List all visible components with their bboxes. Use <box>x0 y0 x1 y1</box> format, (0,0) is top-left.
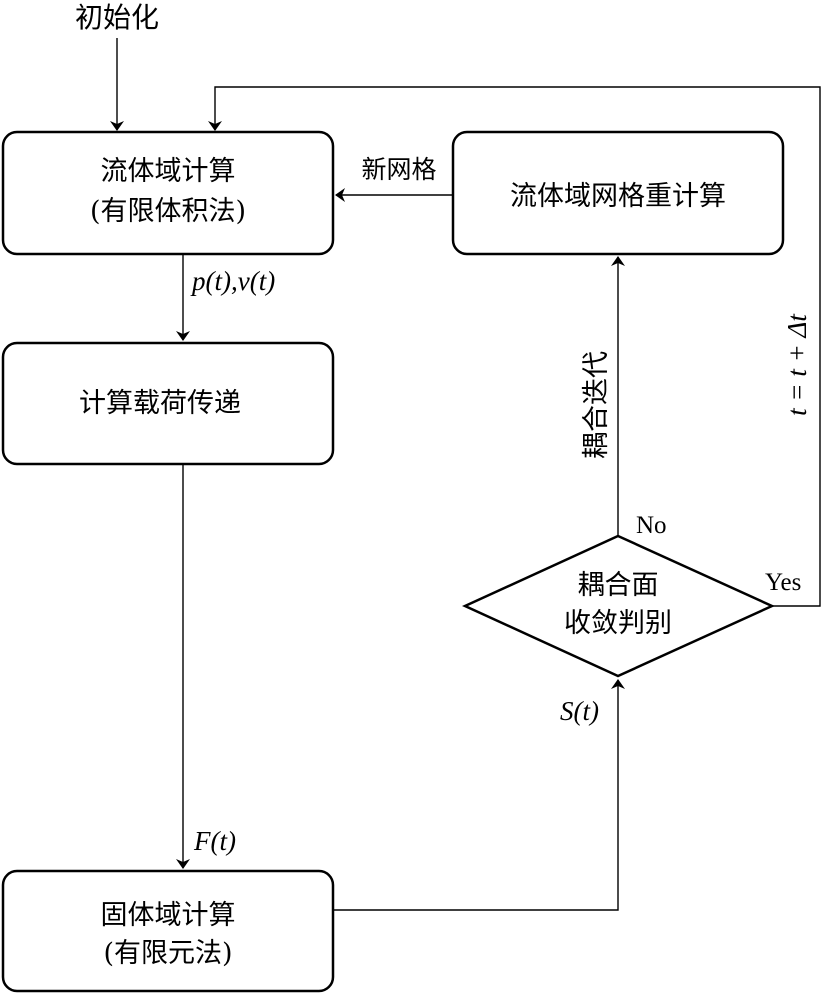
no-label: No <box>636 512 667 539</box>
fluid-domain-title: 流体域计算 <box>101 156 236 187</box>
remesh-title: 流体域网格重计算 <box>510 181 726 212</box>
disp-label: S(t) <box>560 696 599 726</box>
fluid-domain-method: (有限体积法) <box>90 196 246 227</box>
pv-label: p(t),v(t) <box>190 266 275 296</box>
init-label: 初始化 <box>75 1 159 34</box>
coupling-iter-label: 耦合迭代 <box>581 351 612 459</box>
force-label: F(t) <box>193 826 236 856</box>
yes-label: Yes <box>765 569 801 596</box>
decision-line2: 收敛判别 <box>564 608 672 639</box>
new-mesh-label: 新网格 <box>361 155 436 184</box>
time-step-label: t = t + Δt <box>782 313 812 416</box>
decision-line1: 耦合面 <box>578 570 659 601</box>
load-transfer-title: 计算载荷传递 <box>79 388 241 419</box>
arrow-yes-to-fluid <box>208 86 821 607</box>
fluid-domain-box <box>1 130 335 256</box>
decision-diamond <box>461 534 776 678</box>
arrow-solid-to-decision <box>333 679 625 911</box>
solid-domain-box <box>1 869 335 993</box>
solid-domain-method: (有限元法) <box>103 938 232 969</box>
remesh-box <box>451 130 785 256</box>
load-transfer-box <box>1 341 335 466</box>
solid-domain-title: 固体域计算 <box>101 900 236 931</box>
